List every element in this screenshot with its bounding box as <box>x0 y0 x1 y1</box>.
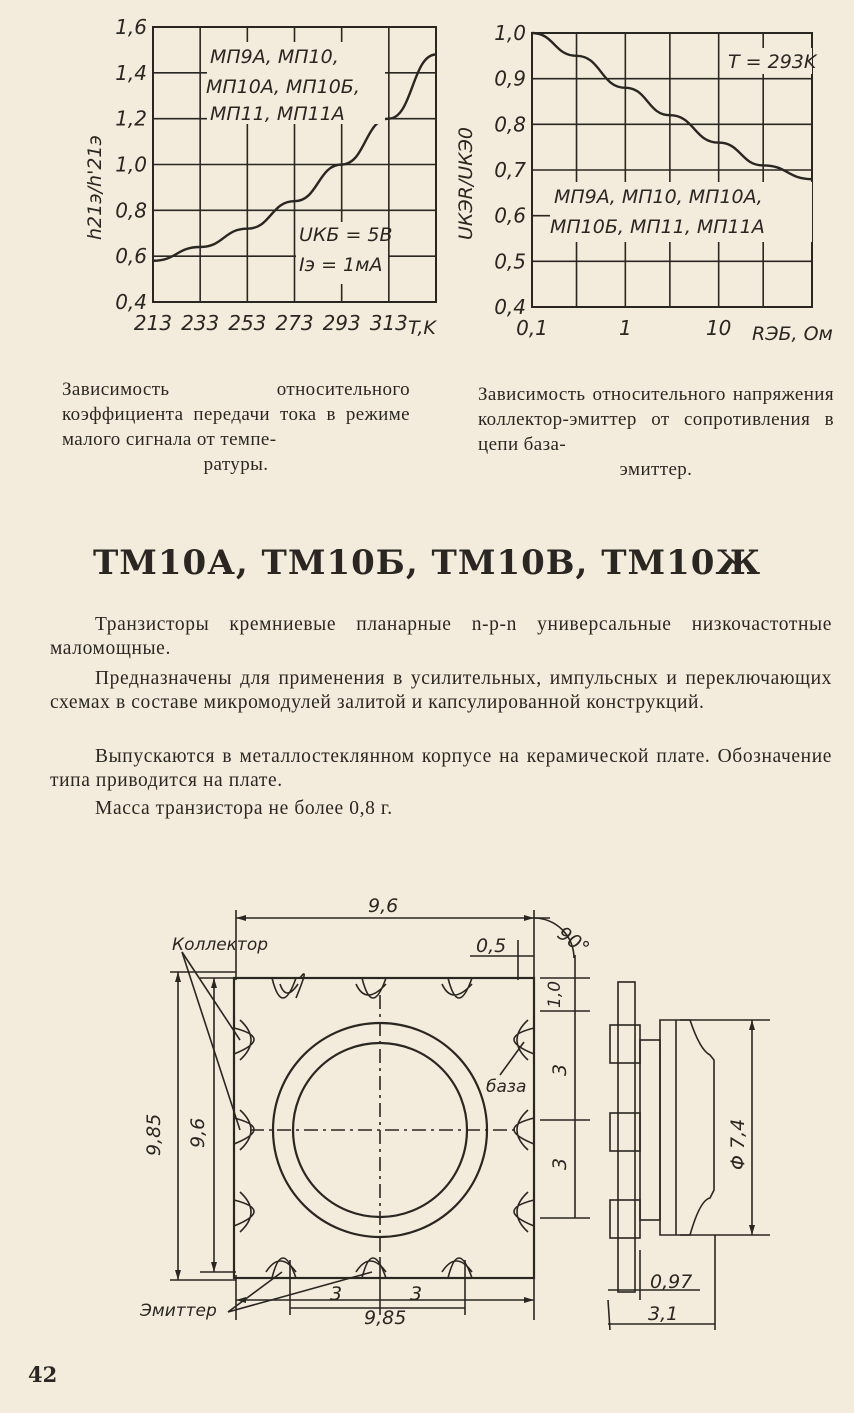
pad-bottom-2 <box>355 1257 387 1279</box>
pad-right-1 <box>513 1019 535 1061</box>
section-title: ТМ10А, ТМ10Б, ТМ10В, ТМ10Ж <box>92 543 762 583</box>
can-inner <box>291 1041 469 1219</box>
dim-pitch-right-2: 3 <box>549 1158 571 1170</box>
paragraph-purpose: Предназначены для применения в усилитель… <box>50 667 832 715</box>
x-tick-label: 233 <box>181 311 219 335</box>
caption-left-last: ратуры. <box>203 454 269 475</box>
chart-grid <box>152 26 437 303</box>
pad-left-1 <box>233 1019 255 1061</box>
annotation-devices-1: МП9А, МП10, МП10А, <box>554 186 763 208</box>
series-line <box>531 31 813 181</box>
dim-top: 9,6 <box>368 895 398 917</box>
annotation-devices-2: МП10Б, МП11, МП11А <box>550 216 765 238</box>
side-view <box>607 981 770 1331</box>
dim-bottom: 9,85 <box>364 1307 406 1329</box>
pad-top-3 <box>441 977 473 999</box>
pad-top-2 <box>355 977 387 999</box>
pad-left-2 <box>233 1109 255 1151</box>
package-body <box>232 976 536 1280</box>
y-tick-label: 0,8 <box>494 112 526 136</box>
annotation-bg-2 <box>296 222 388 284</box>
annotation-bg <box>724 48 812 74</box>
annotation-bg-2 <box>550 182 812 242</box>
x-tick-label: 273 <box>275 311 313 335</box>
can-outer <box>271 1021 489 1239</box>
y-axis-label: UКЭR/UКЭ0 <box>455 127 477 240</box>
dim-pad: 1,0 <box>545 981 565 1008</box>
annotation-voltage: UКБ = 5В <box>299 224 393 246</box>
x-tick-label: 253 <box>228 311 266 335</box>
label-emitter: Эмиттер <box>139 1301 217 1321</box>
annotation-bg <box>207 42 385 124</box>
x-tick-label: 293 <box>323 311 361 335</box>
chart-grid <box>531 32 813 308</box>
chart-resistance: 0,4 0,5 0,6 0,7 0,8 0,9 1,0 0,1 1 10 UКЭR/UКЭ0 RЭ… <box>455 21 833 345</box>
x-tick-label: 313 <box>370 311 408 335</box>
series-line <box>152 53 437 262</box>
pad-bottom-3 <box>441 1257 473 1279</box>
package-drawing: Коллектор база Эмиттер 9,6 0,5 90° 1,0 3… <box>139 895 770 1331</box>
x-tick-label: 213 <box>134 311 172 335</box>
tick-labels: 0,4 0,6 0,8 1,0 1,2 1,4 1,6 213 233 253 273 293 313 <box>115 15 408 335</box>
caption-right-last: эмиттер. <box>619 459 693 480</box>
pad-bottom-1 <box>265 1257 297 1279</box>
x-tick-label: 0,1 <box>516 316 548 340</box>
paragraph-description: Транзисторы кремниевые планарные n-p-n у… <box>50 613 832 661</box>
pad-top-1 <box>271 973 305 999</box>
dim-angle: 90° <box>553 922 593 959</box>
dim-diameter: Φ 7,4 <box>727 1119 749 1170</box>
annotation-devices-2: МП10А, МП10Б, <box>206 76 360 98</box>
paragraph-text: Транзисторы кремниевые планарные n-p-n у… <box>50 614 832 659</box>
caption-right: Зависимость относительного напряжения ко… <box>478 382 834 482</box>
paragraph-mass: Масса транзистора не более 0,8 г. <box>50 797 832 821</box>
y-tick-label: 1,2 <box>115 107 147 131</box>
x-tick-label: 10 <box>706 316 731 340</box>
y-tick-label: 1,6 <box>115 15 147 39</box>
caption-right-text: Зависимость относительного напряжения ко… <box>478 384 834 455</box>
y-tick-label: 1,4 <box>115 61 147 85</box>
dim-height-outer: 9,85 <box>143 1114 165 1156</box>
y-axis-label: h21э/h'21э <box>84 135 106 240</box>
x-tick-label: 1 <box>619 316 632 340</box>
dim-height-inner: 9,6 <box>187 1118 209 1148</box>
paragraph-text: Выпускаются в металлостеклянном корпусе … <box>50 746 832 791</box>
y-tick-label: 0,9 <box>494 67 526 91</box>
y-tick-label: 0,5 <box>494 249 526 273</box>
caption-left-text: Зависимость относительного коэффициента … <box>62 379 410 450</box>
label-collector: Коллектор <box>172 935 268 955</box>
paragraph-text: Масса транзистора не более 0,8 г. <box>95 798 393 819</box>
annotation-current: Iэ = 1мА <box>299 254 382 276</box>
dim-pitch-bottom-1: 3 <box>330 1283 342 1305</box>
y-tick-label: 0,8 <box>115 198 147 222</box>
y-tick-label: 1,0 <box>115 153 147 177</box>
label-base: база <box>486 1077 526 1097</box>
dim-thickness: 3,1 <box>648 1303 678 1325</box>
annotation-devices-3: МП11, МП11А <box>210 103 345 125</box>
y-tick-label: 0,4 <box>494 295 526 319</box>
pad-right-2 <box>513 1109 535 1151</box>
y-tick-label: 0,6 <box>494 204 526 228</box>
y-tick-label: 0,7 <box>494 158 526 182</box>
dim-lead: 0,97 <box>650 1271 692 1293</box>
annotation-devices-1: МП9А, МП10, <box>210 46 339 68</box>
dim-pitch-right-1: 3 <box>549 1064 571 1076</box>
paragraph-text: Предназначены для применения в усилитель… <box>50 668 832 713</box>
x-axis-label: T,K <box>408 317 437 339</box>
paragraph-package: Выпускаются в металлостеклянном корпусе … <box>50 745 832 793</box>
x-axis-label: RЭБ, Ом <box>752 323 833 345</box>
annotation-temperature: T = 293K <box>728 51 818 73</box>
caption-left: Зависимость относительного коэффициента … <box>62 377 410 477</box>
y-tick-label: 0,4 <box>115 290 147 314</box>
pad-right-3 <box>513 1191 535 1233</box>
tick-labels: 0,4 0,5 0,6 0,7 0,8 0,9 1,0 0,1 1 10 <box>494 21 731 340</box>
pad-left-3 <box>233 1191 255 1233</box>
y-tick-label: 1,0 <box>494 21 526 45</box>
dim-pitch-bottom-2: 3 <box>410 1283 422 1305</box>
page-number: 42 <box>28 1362 58 1387</box>
dim-corner: 0,5 <box>476 935 506 957</box>
y-tick-label: 0,6 <box>115 244 147 268</box>
